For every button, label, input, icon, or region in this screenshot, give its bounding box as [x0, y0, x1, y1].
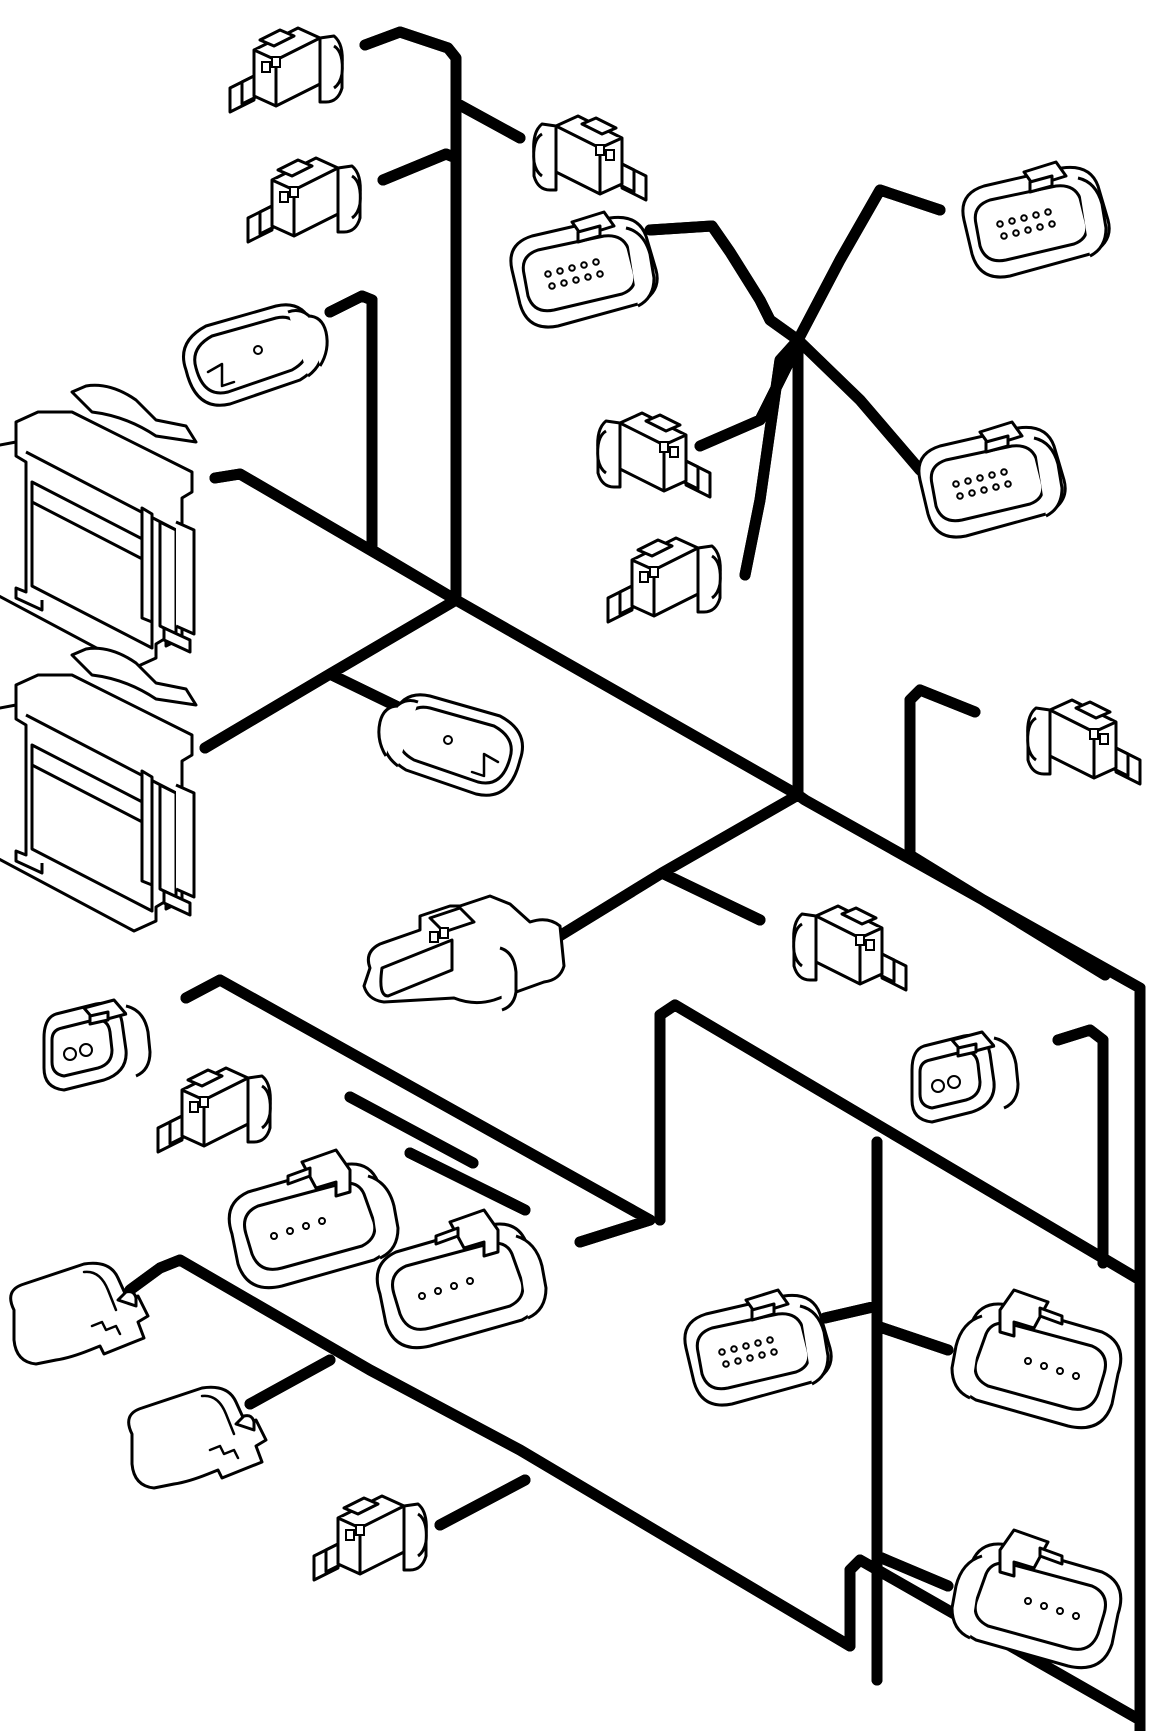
connector-c21[interactable]: [9, 1261, 150, 1366]
two-pin-socket-icon: [42, 998, 152, 1092]
control-unit-plug-icon: [0, 383, 198, 670]
connector-c26[interactable]: [950, 1528, 1123, 1670]
connector-c13[interactable]: [1026, 698, 1142, 786]
control-unit-plug-icon: [0, 646, 198, 933]
connector-c25[interactable]: [950, 1288, 1123, 1430]
four-pin-socket-icon: [227, 1148, 400, 1290]
connector-c23[interactable]: [312, 1494, 428, 1582]
oval-plug-icon: [377, 693, 524, 797]
connector-c07[interactable]: [596, 411, 712, 499]
two-pin-plug-icon: [246, 156, 362, 244]
connector-c06[interactable]: [961, 160, 1111, 279]
connector-c17[interactable]: [156, 1066, 272, 1154]
connector-c20[interactable]: [910, 1030, 1020, 1124]
connector-c08[interactable]: [606, 536, 722, 624]
multi-pin-socket-icon: [961, 160, 1111, 279]
two-pin-plug-icon: [606, 536, 722, 624]
four-pin-socket-icon: [950, 1528, 1123, 1670]
connector-c14[interactable]: [362, 894, 566, 1012]
connector-c10[interactable]: [0, 383, 198, 670]
two-pin-plug-icon: [1026, 698, 1142, 786]
multi-pin-socket-icon: [917, 420, 1067, 539]
harness-wires: [124, 26, 1146, 1731]
connector-c01[interactable]: [228, 26, 344, 114]
connector-c16[interactable]: [42, 998, 152, 1092]
multi-pin-socket-icon: [509, 210, 659, 329]
connector-c05[interactable]: [509, 210, 659, 329]
connector-c04[interactable]: [182, 303, 329, 407]
two-pin-plug-icon: [792, 904, 908, 992]
two-pin-plug-icon: [312, 1494, 428, 1582]
two-pin-plug-icon: [532, 114, 648, 202]
connector-c09[interactable]: [917, 420, 1067, 539]
two-pin-socket-icon: [910, 1030, 1020, 1124]
oval-plug-icon: [182, 303, 329, 407]
two-pin-plug-icon: [596, 411, 712, 499]
two-pin-plug-icon: [228, 26, 344, 114]
connector-c19[interactable]: [375, 1208, 548, 1350]
four-pin-socket-icon: [950, 1288, 1123, 1430]
connector-c02[interactable]: [246, 156, 362, 244]
flat-plug-icon: [362, 894, 566, 1012]
connector-c03[interactable]: [532, 114, 648, 202]
connector-c12[interactable]: [377, 693, 524, 797]
sensor-cap-icon: [9, 1261, 150, 1366]
two-pin-plug-icon: [156, 1066, 272, 1154]
connector-c24[interactable]: [683, 1288, 833, 1407]
connector-c11[interactable]: [0, 646, 198, 933]
connector-c18[interactable]: [227, 1148, 400, 1290]
connector-c15[interactable]: [792, 904, 908, 992]
four-pin-socket-icon: [375, 1208, 548, 1350]
multi-pin-socket-icon: [683, 1288, 833, 1407]
